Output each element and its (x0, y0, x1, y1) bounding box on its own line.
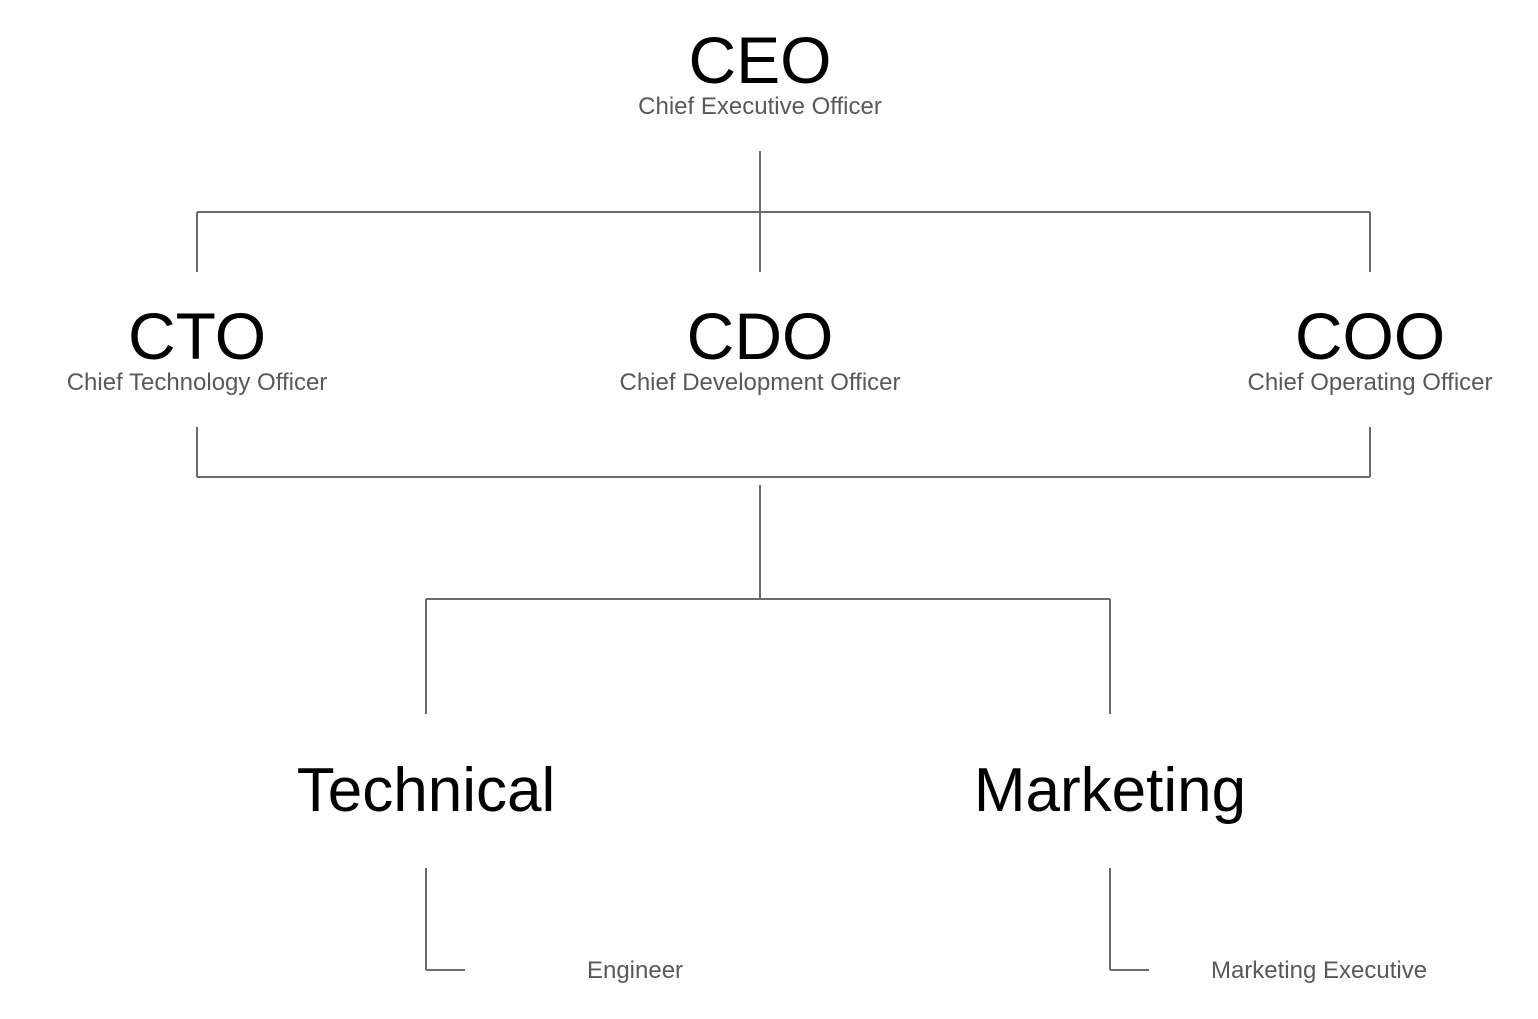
coo-abbreviation: COO (1294, 299, 1446, 373)
role-engineer: Engineer (586, 957, 684, 984)
cdo-abbreviation: CDO (686, 299, 834, 373)
cdo-node: CDO Chief Development Officer (619, 303, 900, 397)
department-technical: Technical (296, 756, 556, 825)
cto-abbreviation: CTO (127, 299, 267, 373)
ceo-abbreviation: CEO (688, 23, 832, 97)
coo-node: COO Chief Operating Officer (1247, 303, 1492, 397)
cto-title: Chief Technology Officer (66, 369, 328, 396)
cto-node: CTO Chief Technology Officer (67, 303, 328, 397)
department-marketing: Marketing (973, 756, 1247, 825)
coo-title: Chief Operating Officer (1247, 369, 1493, 396)
cdo-title: Chief Development Officer (619, 369, 901, 396)
ceo-node: CEO Chief Executive Officer (638, 27, 882, 121)
role-marketing-executive: Marketing Executive (1210, 957, 1428, 984)
ceo-title: Chief Executive Officer (638, 93, 882, 120)
